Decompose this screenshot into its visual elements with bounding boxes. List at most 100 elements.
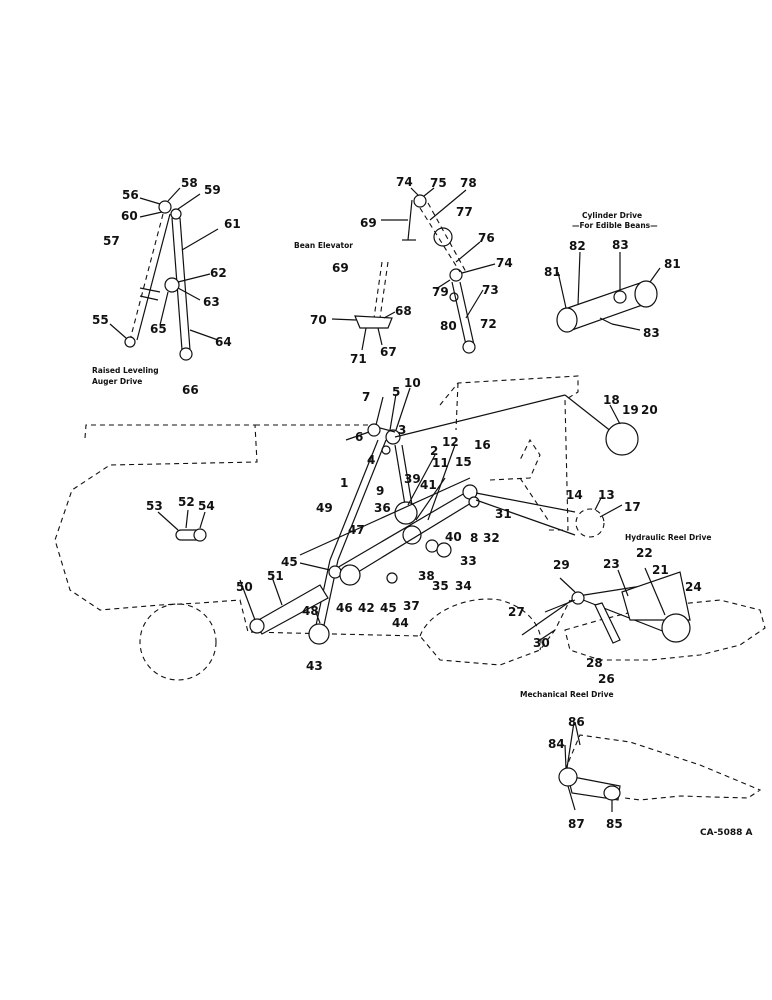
pulley-part-34	[436, 542, 452, 558]
callout-69b: 69	[332, 261, 349, 275]
callout-60: 60	[121, 209, 138, 223]
callout-18: 18	[603, 393, 620, 407]
callout-67: 67	[380, 345, 397, 359]
callout-54: 54	[198, 499, 215, 513]
callout-43: 43	[306, 659, 323, 673]
callouts: 1 2 3 4 5 6 7 8 9 10 11 12 13 14 15 16 1…	[92, 175, 702, 831]
callout-74: 74	[396, 175, 413, 189]
callout-12: 12	[442, 435, 459, 449]
callout-76: 76	[478, 231, 495, 245]
callout-20: 20	[641, 403, 658, 417]
callout-30: 30	[533, 636, 550, 650]
callout-9: 9	[376, 484, 384, 498]
callout-24: 24	[685, 580, 702, 594]
leader-lines	[109, 187, 666, 812]
cylinder-drive-group	[556, 280, 658, 333]
callout-66: 66	[182, 383, 199, 397]
caption-bean-elevator: Bean Elevator	[294, 241, 353, 250]
callout-63: 63	[203, 295, 220, 309]
callout-38: 38	[418, 569, 435, 583]
callout-4: 4	[367, 453, 375, 467]
auger-drive-group	[124, 200, 193, 361]
callout-62: 62	[210, 266, 227, 280]
caption-auger-drive: Auger Drive	[92, 377, 142, 386]
callout-45: 45	[281, 555, 298, 569]
pulley-part-3	[385, 429, 401, 445]
callout-59: 59	[204, 183, 221, 197]
callout-86: 86	[568, 715, 585, 729]
caption-hydraulic-reel-drive: Hydraulic Reel Drive	[625, 533, 711, 542]
callout-16: 16	[474, 438, 491, 452]
callout-47: 47	[348, 523, 365, 537]
callout-74b: 74	[496, 256, 513, 270]
callout-15: 15	[455, 455, 472, 469]
callout-3: 3	[398, 423, 406, 437]
callout-45b: 45	[380, 601, 397, 615]
callout-11: 11	[432, 456, 449, 470]
callout-58: 58	[181, 176, 198, 190]
callout-87: 87	[568, 817, 585, 831]
callout-1: 1	[340, 476, 348, 490]
callout-68: 68	[395, 304, 412, 318]
pulley-part-36	[394, 501, 418, 525]
pulley-part-42	[386, 572, 398, 584]
pulley-part-50	[249, 618, 265, 634]
callout-23: 23	[603, 557, 620, 571]
caption-mechanical-reel-drive: Mechanical Reel Drive	[520, 690, 614, 699]
callout-51: 51	[267, 569, 284, 583]
callout-84: 84	[548, 737, 565, 751]
callout-2: 2	[430, 444, 438, 458]
main-drive	[175, 394, 691, 645]
callout-31: 31	[495, 507, 512, 521]
callout-85: 85	[606, 817, 623, 831]
callout-14: 14	[566, 488, 583, 502]
callout-81: 81	[544, 265, 561, 279]
callout-79: 79	[432, 285, 449, 299]
callout-6: 6	[355, 430, 363, 444]
callout-40: 40	[445, 530, 462, 544]
caption-cylinder-drive: Cylinder Drive	[582, 211, 642, 220]
callout-27: 27	[508, 605, 525, 619]
callout-17: 17	[624, 500, 641, 514]
pulley-part-46	[339, 564, 361, 586]
callout-80: 80	[440, 319, 457, 333]
callout-50: 50	[236, 580, 253, 594]
callout-37: 37	[403, 599, 420, 613]
callout-8: 8	[470, 531, 478, 545]
callout-49: 49	[316, 501, 333, 515]
callout-56: 56	[122, 188, 139, 202]
pulley-part-45	[328, 565, 342, 579]
callout-78: 78	[460, 176, 477, 190]
caption-raised-leveling: Raised Leveling	[92, 366, 159, 375]
callout-48: 48	[302, 604, 319, 618]
callout-72: 72	[480, 317, 497, 331]
callout-41: 41	[420, 478, 437, 492]
callout-29: 29	[553, 558, 570, 572]
callout-35: 35	[432, 579, 449, 593]
callout-42: 42	[358, 601, 375, 615]
callout-81b: 81	[664, 257, 681, 271]
callout-61: 61	[224, 217, 241, 231]
callout-57: 57	[103, 234, 120, 248]
pulley-part-18	[605, 422, 639, 456]
callout-36: 36	[374, 501, 391, 515]
callout-5: 5	[392, 385, 400, 399]
callout-71: 71	[350, 352, 367, 366]
callout-46: 46	[336, 601, 353, 615]
callout-53: 53	[146, 499, 163, 513]
callout-33: 33	[460, 554, 477, 568]
pulley-part-6	[367, 423, 381, 437]
pulley-part-38	[425, 539, 439, 553]
callout-75: 75	[430, 176, 447, 190]
callout-44: 44	[392, 616, 409, 630]
captions: Raised Leveling Auger Drive Bean Elevato…	[92, 211, 752, 838]
reel-support-group	[558, 734, 762, 801]
callout-7: 7	[362, 390, 370, 404]
callout-22: 22	[636, 546, 653, 560]
callout-69: 69	[360, 216, 377, 230]
callout-21: 21	[652, 563, 669, 577]
drawing-code: CA-5088 A	[700, 828, 752, 838]
pulley-part-44	[402, 525, 422, 545]
callout-52: 52	[178, 495, 195, 509]
